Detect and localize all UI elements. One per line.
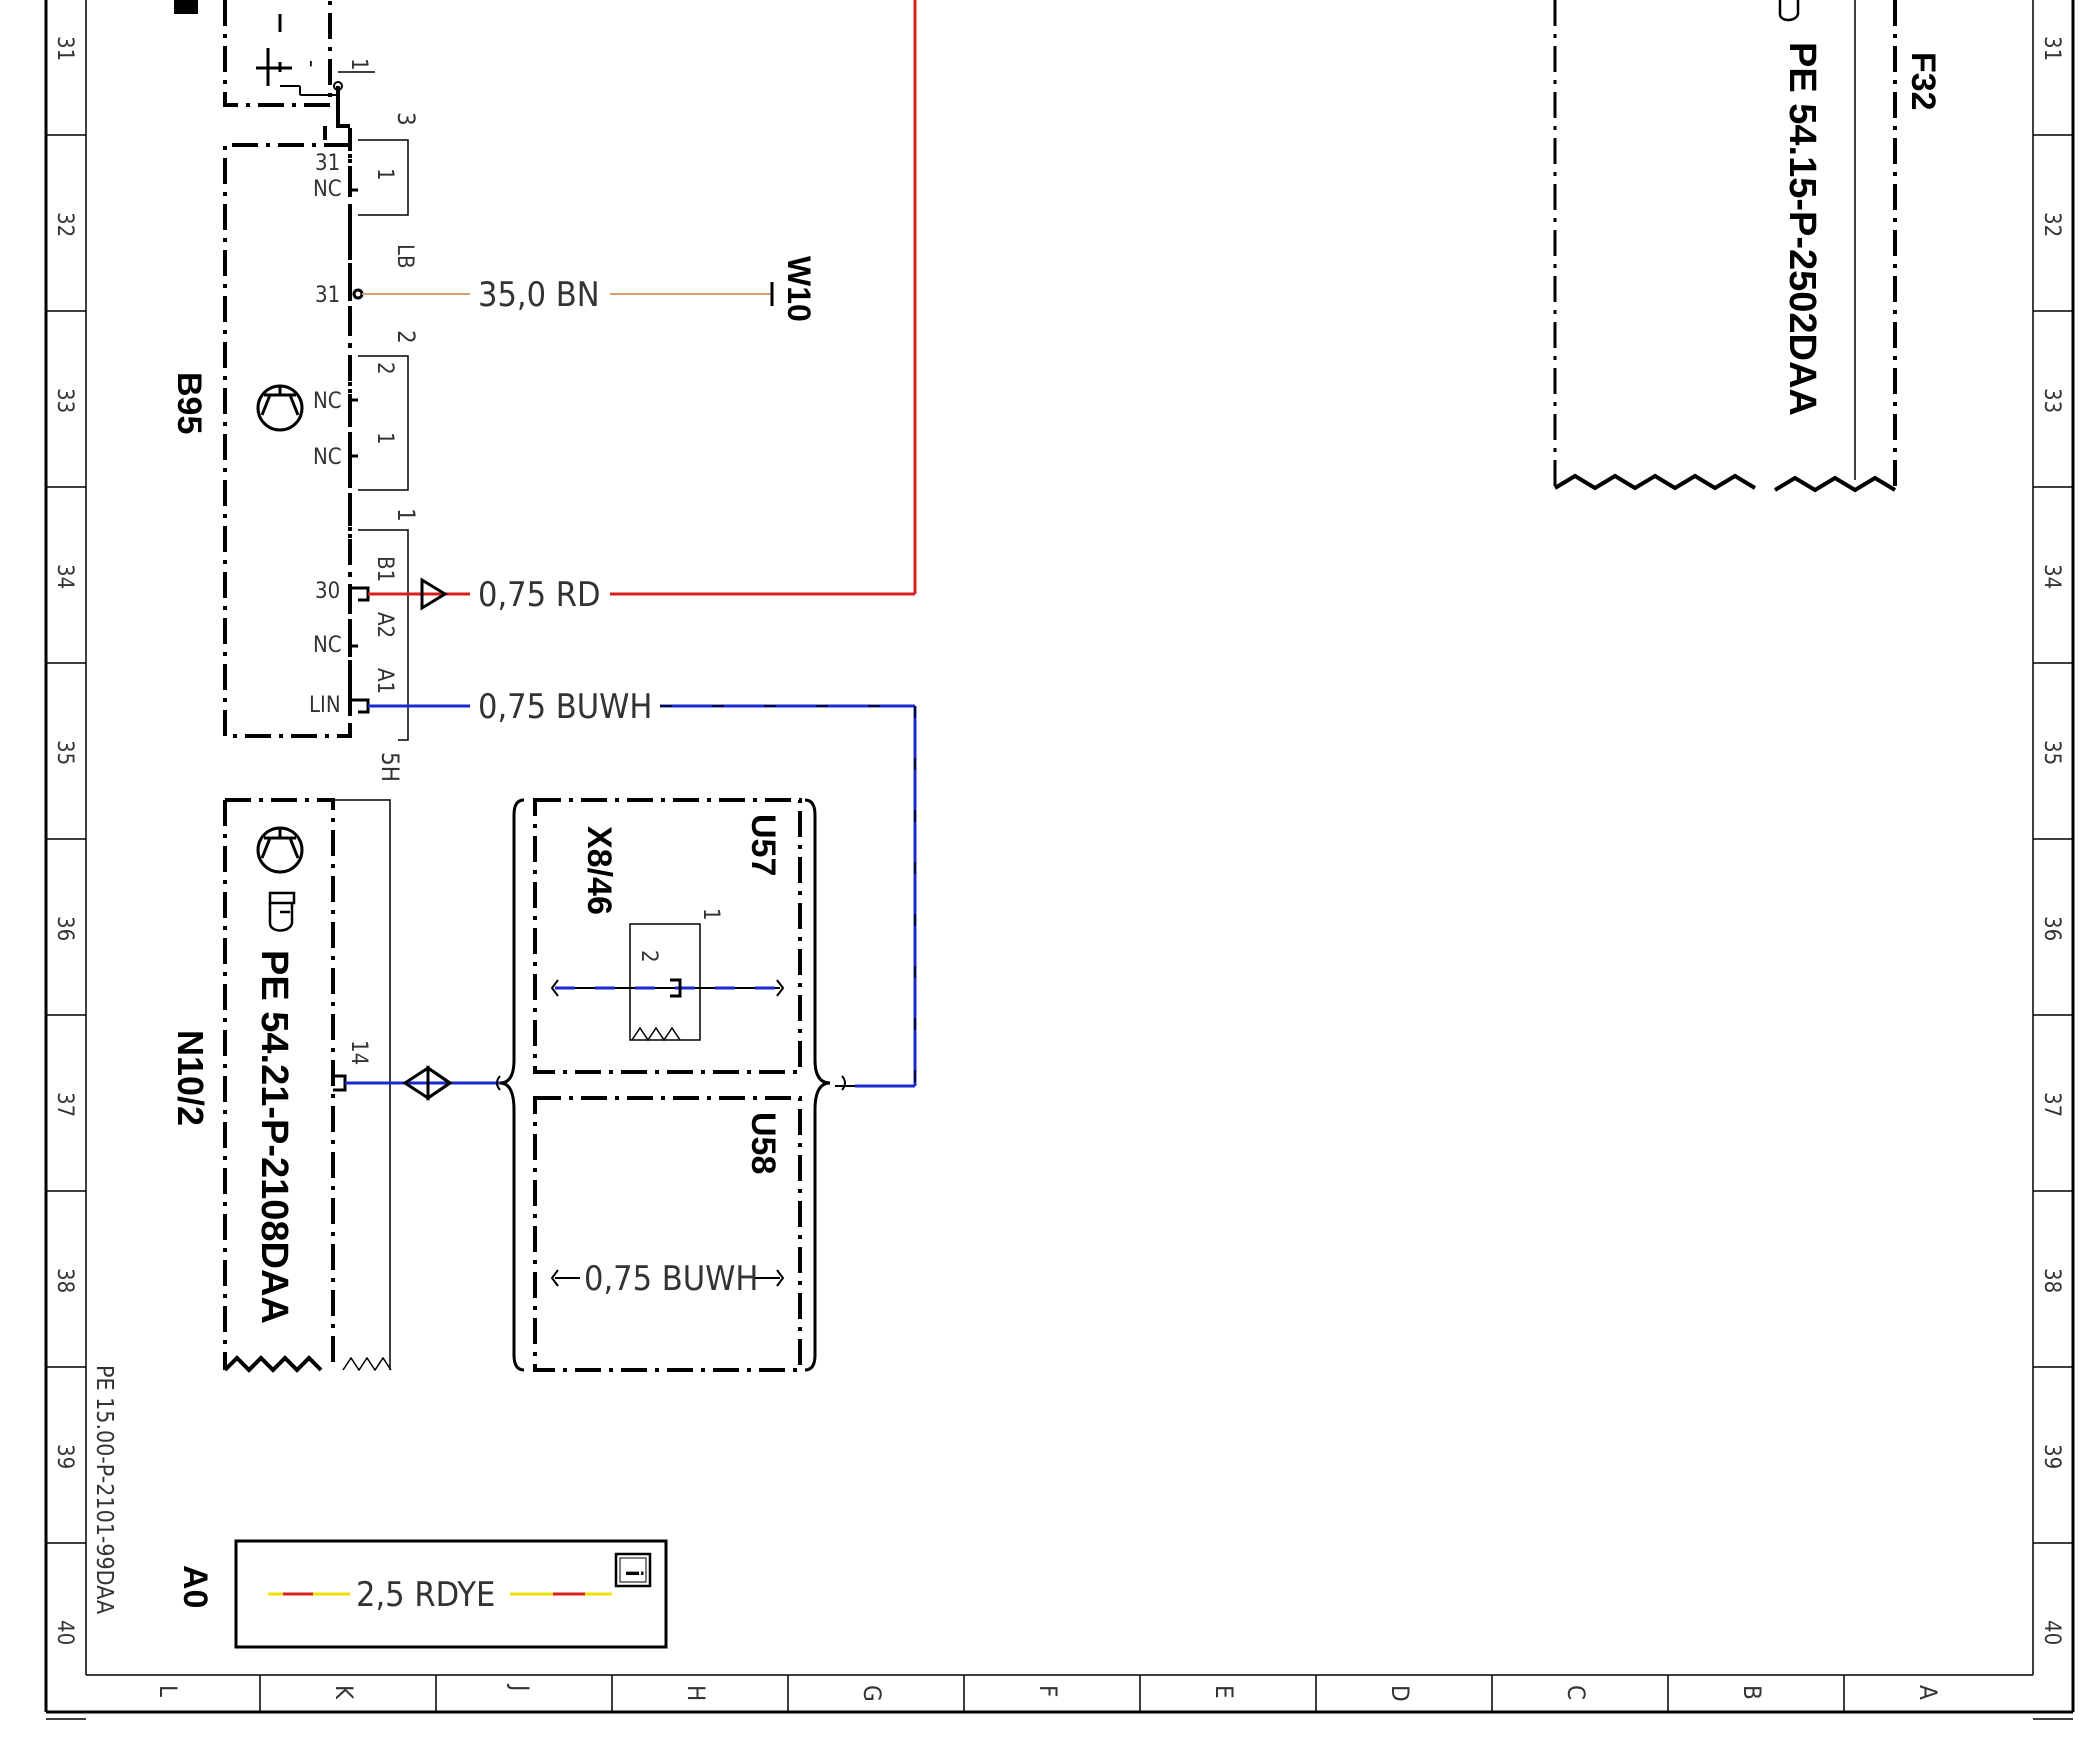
column-letter: J — [506, 1683, 534, 1691]
n10-2-component[interactable]: PE 54.21-P-2108DAA N10/2 14 — [170, 798, 500, 1373]
row-number-right: 40 — [2039, 1620, 2064, 1645]
supply-wire[interactable]: 0,75 RD — [368, 0, 917, 615]
row-number-right: 34 — [2039, 564, 2064, 589]
lb-label: LB — [392, 244, 417, 269]
n10-pin-14: 14 — [346, 1040, 371, 1065]
b95-pin-nc-2: NC — [313, 445, 342, 470]
u58-label: U58 — [744, 1112, 782, 1174]
g1-pin-1: 1 — [346, 58, 371, 71]
legend-label: A0 — [176, 1565, 214, 1608]
bracket-1-pin-a1: A1 — [372, 668, 397, 694]
row-number-left: 34 — [52, 564, 77, 589]
sh-label: 5H — [376, 752, 404, 782]
col-ticks — [259, 1675, 1845, 1712]
row-number-left: 39 — [52, 1444, 77, 1469]
row-number-left: 33 — [52, 388, 77, 413]
column-letter: E — [1210, 1685, 1238, 1699]
wire-color-legend: A0 2,5 RDYE i — [176, 1539, 668, 1649]
transistor-icon — [256, 826, 304, 874]
bracket-2-pin-2: 2 — [372, 362, 397, 375]
f32-label: F32 — [1904, 52, 1942, 111]
row-number-right: 38 — [2039, 1268, 2064, 1293]
column-letter: H — [682, 1685, 710, 1701]
bracket-2-pin-1: 1 — [372, 432, 397, 445]
row-number-left: 37 — [52, 1092, 77, 1117]
g1-minus: - — [300, 60, 325, 67]
u58-wire-label: 0,75 BUWH — [584, 1259, 758, 1299]
column-letter: G — [858, 1685, 886, 1702]
supply-wire-label: 0,75 RD — [478, 575, 601, 615]
b95-pin-nc-1: NC — [313, 389, 342, 414]
f32-component[interactable]: F32 PE 54.15-P-2502DAA — [1553, 0, 1942, 493]
b95-component[interactable]: B95 31 NC 31 NC NC 30 NC LIN 3 — [170, 112, 420, 782]
doc-reference[interactable]: PE 15.00-P-2101-99DAA — [91, 1365, 117, 1614]
info-icon[interactable]: i — [620, 1570, 647, 1577]
row-number-left: 38 — [52, 1268, 77, 1293]
connector-arrow-icon — [420, 577, 448, 611]
ground-wire[interactable]: 35,0 BN W10 — [362, 256, 817, 322]
n10-ref[interactable]: PE 54.21-P-2108DAA — [253, 950, 295, 1324]
row-ticks — [46, 134, 2073, 1720]
lin-wire-label: 0,75 BUWH — [478, 687, 652, 727]
row-number-left: 32 — [52, 212, 77, 237]
n10-label: N10/2 — [170, 1030, 211, 1126]
row-number-right: 33 — [2039, 388, 2064, 413]
row-number-right: 36 — [2039, 916, 2064, 941]
u57-label: U57 — [744, 814, 782, 876]
bracket-1-pin-b1: B1 — [372, 556, 397, 582]
u57-u58-group[interactable]: U57 X8/46 1 2 U58 0,75 BUWH — [496, 798, 855, 1372]
g1-fragment: - 1 — [174, 0, 375, 140]
row-number-right: 35 — [2039, 740, 2064, 765]
pointing-hand-icon — [268, 891, 296, 932]
u57-pin-2: 2 — [636, 950, 661, 963]
b95-pin-nc-3: NC — [313, 633, 342, 658]
row-number-right: 32 — [2039, 212, 2064, 237]
row-number-left: 31 — [52, 36, 77, 61]
row-number-right: 39 — [2039, 1444, 2064, 1469]
column-letter: B — [1738, 1685, 1766, 1700]
u57-connector: X8/46 — [580, 826, 618, 915]
b95-pin-31: 31 — [315, 283, 340, 308]
bracket-1-pin-a2: A2 — [372, 612, 397, 638]
b95-pin-31-top: 31 — [315, 151, 340, 176]
column-letter: K — [330, 1685, 358, 1700]
b95-pin-30: 30 — [315, 579, 340, 604]
bracket-3-pin: 1 — [372, 168, 397, 181]
column-letter: F — [1034, 1685, 1062, 1697]
ground-wire-label: 35,0 BN — [478, 275, 600, 315]
column-letter: C — [1562, 1685, 1590, 1700]
row-number-right: 31 — [2039, 36, 2064, 61]
lin-wire[interactable]: 0,75 BUWH — [368, 687, 917, 1088]
f32-ref[interactable]: PE 54.15-P-2502DAA — [1781, 42, 1823, 416]
b95-pin-lin: LIN — [309, 693, 341, 718]
column-letter: L — [154, 1685, 182, 1697]
pointing-hand-icon — [1778, 0, 1800, 22]
legend-wire-label: 2,5 RDYE — [356, 1575, 495, 1615]
transistor-icon — [256, 384, 304, 432]
row-number-left: 40 — [52, 1620, 77, 1645]
bracket-2-num: 2 — [392, 330, 420, 344]
row-number-left: 35 — [52, 740, 77, 765]
bracket-1-num: 1 — [392, 508, 420, 522]
b95-label: B95 — [170, 372, 208, 434]
column-letter: D — [1386, 1685, 1414, 1702]
column-letter: A — [1914, 1685, 1942, 1700]
w10-label: W10 — [781, 256, 817, 322]
u57-pin-1: 1 — [698, 908, 723, 921]
b95-pin-nc-top: NC — [313, 177, 342, 202]
bracket-3-num: 3 — [392, 112, 420, 126]
row-number-left: 36 — [52, 916, 77, 941]
drawing-frame — [44, 0, 2075, 1714]
row-number-right: 37 — [2039, 1092, 2064, 1117]
